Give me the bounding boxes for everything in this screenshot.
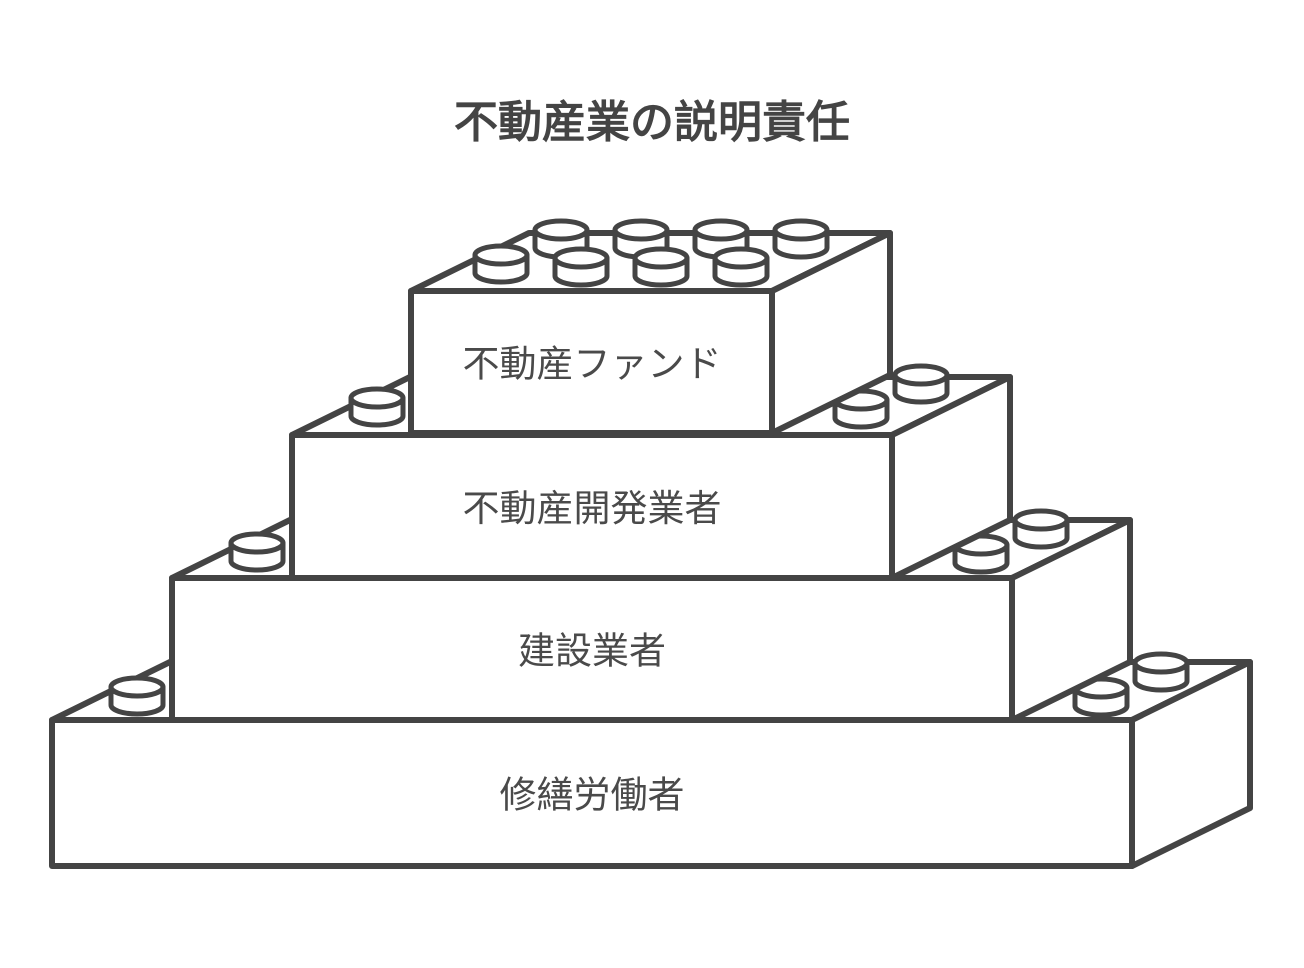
stud-icon [228, 531, 286, 573]
stud-icon [472, 243, 530, 285]
stud-icon [1012, 508, 1070, 550]
stud-icon [632, 246, 690, 288]
stud-icon [348, 386, 406, 428]
layer-label: 不動産ファンド [463, 343, 722, 386]
layer-label: 建設業者 [518, 630, 666, 673]
layer-label: 不動産開発業者 [463, 487, 722, 530]
stud-icon [108, 675, 166, 717]
stud-icon [552, 246, 610, 288]
diagram-title: 不動産業の説明責任 [454, 97, 850, 148]
stud-icon [772, 218, 830, 260]
layer-label: 修繕労働者 [500, 774, 685, 817]
stud-icon [712, 246, 770, 288]
stud-icon [892, 363, 950, 405]
stud-icon [1072, 676, 1130, 718]
brick-funds: 不動産ファンド [408, 218, 893, 436]
stud-icon [1132, 651, 1190, 693]
